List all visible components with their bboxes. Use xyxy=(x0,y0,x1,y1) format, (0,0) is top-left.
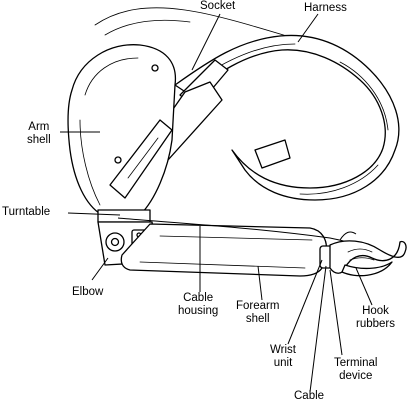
shoulder-outline-inner xyxy=(104,19,191,36)
harness-buckle xyxy=(254,139,291,169)
shell-rivet-2 xyxy=(114,156,122,164)
label-cable-housing: Cable housing xyxy=(178,292,219,317)
label-arm-shell: Arm shell xyxy=(27,121,51,146)
leader-cable xyxy=(309,265,327,393)
hook-rubbers xyxy=(347,248,375,261)
forearm-shell-ridge xyxy=(139,235,313,269)
leader-hook-rubbers xyxy=(355,267,373,306)
label-hook-rubbers: Hook rubbers xyxy=(356,305,395,330)
harness-strap xyxy=(174,34,400,201)
arm-shell-edge xyxy=(79,57,139,206)
leader-socket xyxy=(191,13,221,71)
leader-forearm-shell xyxy=(257,265,263,301)
leader-harness xyxy=(297,13,319,43)
elbow-hub-center xyxy=(110,237,120,247)
shell-rivet xyxy=(151,64,159,72)
label-terminal-device: Terminal device xyxy=(334,357,378,382)
label-cable: Cable xyxy=(294,390,325,402)
terminal-cable xyxy=(339,231,357,241)
hook-finger-lower xyxy=(341,261,393,277)
leader-elbow xyxy=(91,257,109,281)
label-elbow: Elbow xyxy=(72,286,104,298)
cable-lever-slot xyxy=(127,137,159,179)
label-socket: Socket xyxy=(200,0,236,12)
label-forearm-shell: Forearm shell xyxy=(236,300,280,325)
leader-turntable xyxy=(67,212,121,216)
leader-wrist-unit xyxy=(287,259,323,345)
label-wrist-unit: Wrist unit xyxy=(270,344,296,369)
arm-shell xyxy=(67,44,177,216)
label-turntable: Turntable xyxy=(2,206,51,218)
label-harness: Harness xyxy=(304,2,347,14)
leader-terminal-device xyxy=(329,269,343,356)
forearm-shell xyxy=(120,223,328,277)
